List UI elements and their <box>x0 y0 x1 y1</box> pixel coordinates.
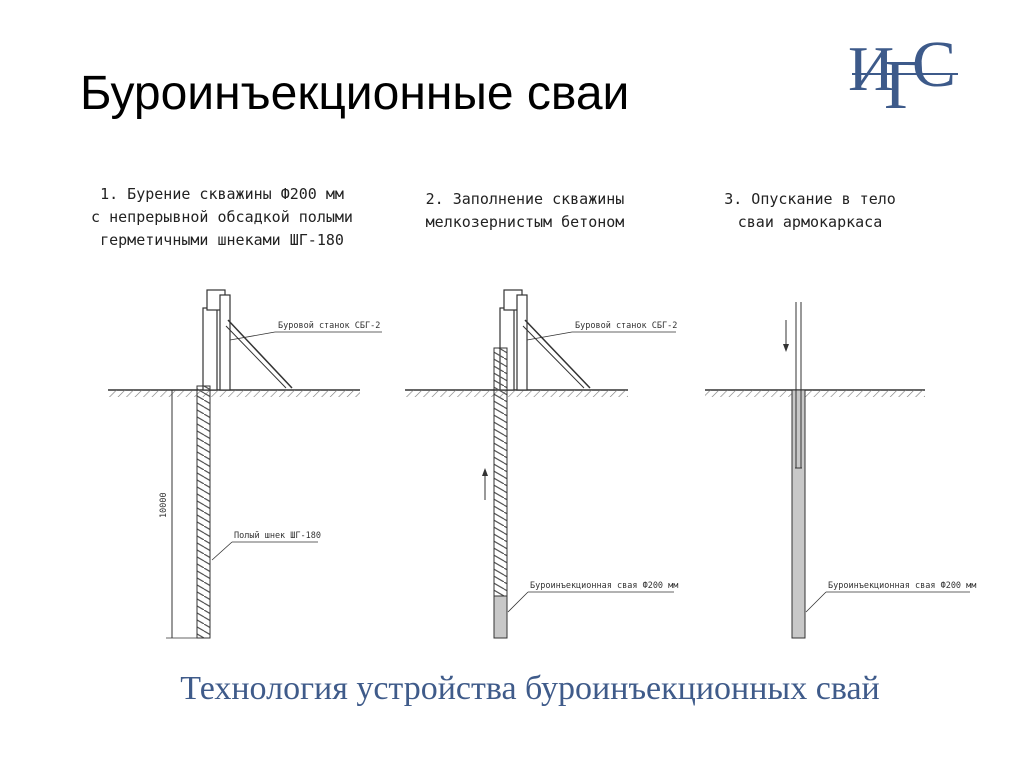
svg-text:И: И <box>848 33 894 104</box>
slide-title: Буроинъекционные сваи <box>80 67 630 120</box>
auger-label: Полый шнек ШГ-180 <box>234 531 321 541</box>
up-arrow-icon <box>482 468 488 500</box>
auger-withdrawing <box>493 347 508 597</box>
logo-igs: И Г С <box>848 28 958 118</box>
ground-line-1 <box>108 389 360 397</box>
down-arrow-icon <box>783 320 789 352</box>
step2-caption: 2. Заполнение скважины мелкозернистым бе… <box>425 190 625 231</box>
rig-label-1: Буровой станок СБГ-2 <box>278 321 380 331</box>
depth-label: 10000 <box>159 492 169 518</box>
reinforcement-cage <box>795 302 802 469</box>
concrete-fill-2 <box>493 595 508 639</box>
slide-subtitle: Технология устройства буроинъекционных с… <box>180 670 880 707</box>
pile-label-3: Буроинъекционная свая Ф200 мм <box>828 581 976 591</box>
step3-caption: 3. Опускание в тело сваи армокаркаса <box>724 190 896 231</box>
step3-drawing: Буроинъекционная свая Ф200 мм <box>705 302 976 639</box>
rig-callout-2: Буровой станок СБГ-2 <box>526 321 677 341</box>
auger-callout: Полый шнек ШГ-180 <box>211 531 321 561</box>
svg-text:Г: Г <box>884 47 924 118</box>
drilling-rig-2 <box>499 289 591 391</box>
piling-diagram: 10000 Буровой станок СБГ-2 Полый шнек ШГ… <box>108 289 976 639</box>
rig-callout-1: Буровой станок СБГ-2 <box>229 321 382 341</box>
step1-drawing: 10000 Буровой станок СБГ-2 Полый шнек ШГ… <box>108 289 382 639</box>
hollow-auger <box>196 385 211 639</box>
concrete-pile-3 <box>791 389 806 639</box>
depth-dimension: 10000 <box>159 389 198 639</box>
pile-label-2: Буроинъекционная свая Ф200 мм <box>530 581 678 591</box>
step1-caption: 1. Бурение скважины Ф200 мм с непрерывно… <box>91 185 353 249</box>
step2-drawing: Буровой станок СБГ-2 Буроинъекционная св… <box>405 289 678 639</box>
pile-callout-2: Буроинъекционная свая Ф200 мм <box>507 581 678 613</box>
ground-line-3 <box>705 389 925 397</box>
pile-callout-3: Буроинъекционная свая Ф200 мм <box>805 581 976 613</box>
ground-line-2 <box>405 389 628 397</box>
svg-text:С: С <box>912 28 956 101</box>
drilling-rig-1 <box>202 289 293 391</box>
rig-label-2: Буровой станок СБГ-2 <box>575 321 677 331</box>
